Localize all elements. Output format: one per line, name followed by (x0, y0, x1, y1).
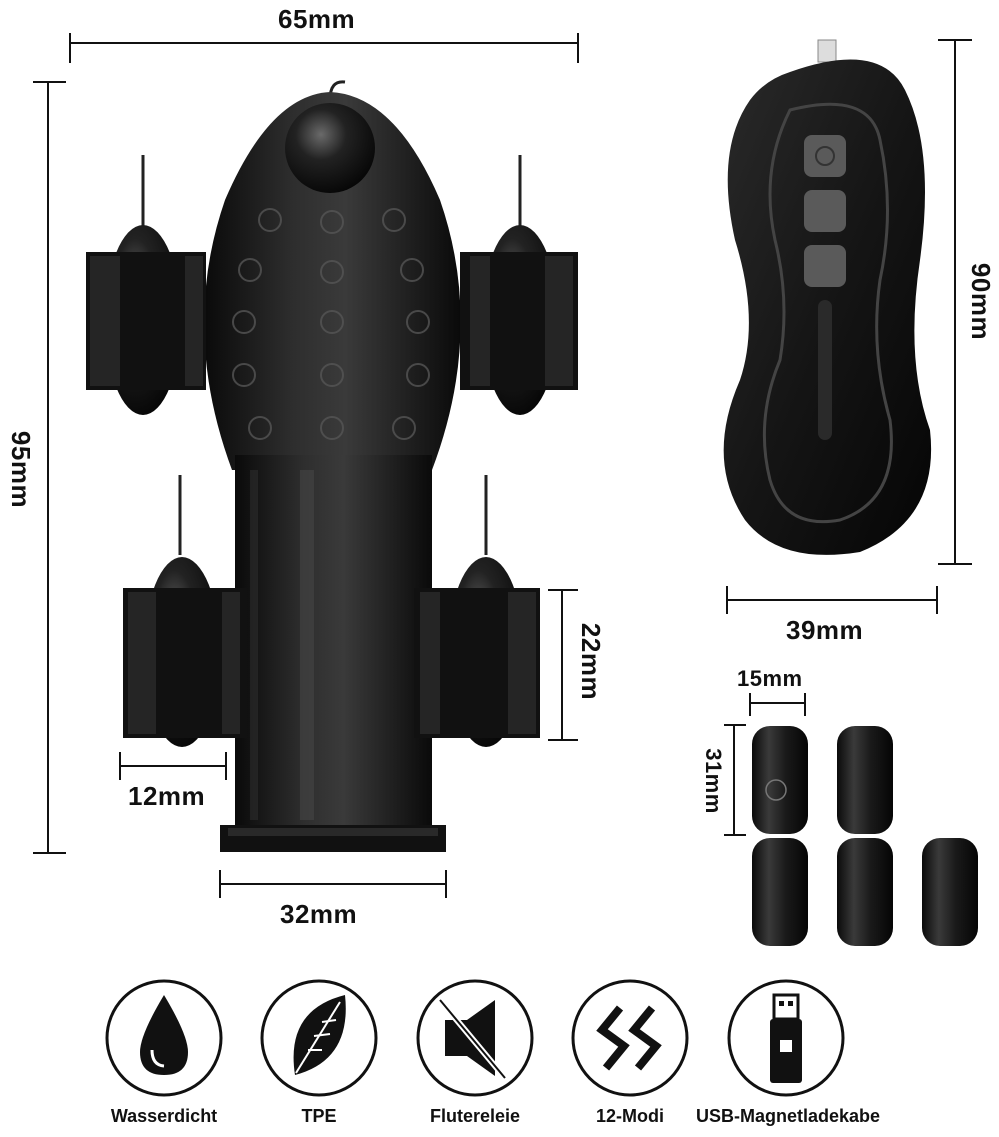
lower-right-vibrator (414, 475, 540, 747)
dim-label-bullet-width: 15mm (737, 666, 803, 691)
power-button[interactable] (804, 135, 846, 177)
leaf-icon (293, 995, 346, 1075)
vibrating-sleeve (204, 80, 461, 852)
dim-label-base-width: 32mm (280, 899, 358, 929)
feature-circle-2 (260, 979, 378, 1097)
dim-line-width-top (69, 33, 579, 63)
dim-line-height-main (33, 81, 66, 854)
lower-left-vibrator (123, 475, 247, 747)
feature-label-waterproof: Wasserdicht (110, 1106, 218, 1126)
dim-line-base-width (219, 870, 447, 898)
dim-label-height-main: 95mm (6, 430, 37, 509)
feature-label-modes: 12-Modi (595, 1106, 664, 1126)
feature-circle-5 (727, 979, 845, 1097)
zigzag-modes-icon (596, 1005, 662, 1071)
feature-label-quiet: Flutereleie (429, 1106, 521, 1126)
dim-label-width-top: 65mm (278, 4, 356, 34)
upper-left-vibrator (86, 155, 206, 415)
dim-label-remote-height: 90mm (966, 262, 997, 341)
dim-line-bullet-height (724, 724, 746, 836)
plus-button[interactable] (804, 190, 846, 232)
feature-circle-3 (416, 979, 534, 1097)
usb-stick-icon (770, 993, 802, 1083)
dim-line-remote-height (938, 39, 972, 565)
upper-right-vibrator (460, 155, 578, 415)
dim-label-ring-height: 22mm (576, 622, 607, 701)
dim-label-bullet-height: 31mm (700, 748, 726, 814)
feature-label-usb: USB-Magnetladekabe (696, 1106, 881, 1126)
dim-label-remote-width: 39mm (786, 615, 864, 645)
dim-line-remote-width (726, 586, 938, 614)
dim-line-bullet-width (749, 693, 806, 716)
feature-circle-4 (571, 979, 689, 1097)
bullet-set (752, 726, 978, 946)
remote-control (723, 39, 932, 555)
dim-label-ring-offset: 12mm (128, 781, 206, 811)
mode-button[interactable] (804, 245, 846, 287)
mute-speaker-icon (437, 998, 508, 1080)
water-drop-icon (140, 995, 188, 1075)
feature-label-tpe: TPE (301, 1106, 337, 1126)
feature-circle-1 (105, 979, 223, 1097)
dim-line-ring-offset (119, 752, 227, 780)
dim-line-ring-height (548, 589, 578, 741)
